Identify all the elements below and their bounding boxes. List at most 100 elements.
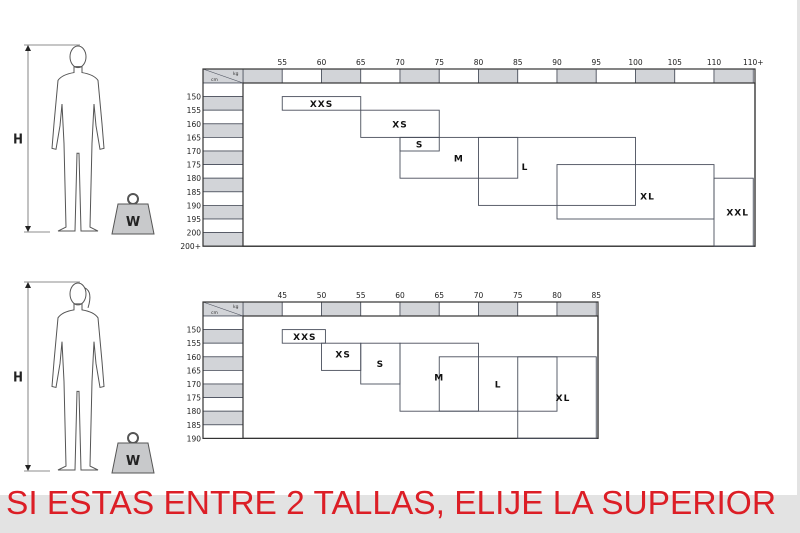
woman-weight-body: [111, 442, 155, 474]
women-chart-cm-tick: 155: [187, 339, 202, 348]
man-silhouette: [51, 45, 105, 232]
women-chart-kg-tick: 50: [317, 291, 327, 300]
men-chart-kg-header-cell: [595, 68, 636, 84]
men-chart-kg-tick: 75: [434, 58, 444, 67]
women-chart-cm-tick: 150: [187, 326, 202, 335]
women-chart-cm-tick: 165: [187, 366, 202, 375]
women-chart-cm-tick: 160: [187, 353, 202, 362]
men-chart-cm-tick: 185: [187, 188, 202, 197]
women-chart-kg-header-cell: [517, 301, 558, 317]
men-chart-corner-diagonal: [202, 68, 244, 84]
women-chart-cm-cell: [202, 397, 244, 412]
women-chart-cm-cell: [202, 424, 244, 439]
men-chart-cm-cell: [202, 136, 244, 152]
women-chart-kg-tick: 65: [434, 291, 444, 300]
women-chart-cm-cell: [202, 356, 244, 371]
men-chart-cm-tick: 180: [187, 174, 202, 183]
men-chart-kg-tick: 105: [668, 58, 683, 67]
women-chart-cm-tick: 190: [187, 434, 202, 443]
men-chart-kg-tick: 100: [628, 58, 643, 67]
men-chart-kg-header-cell: [360, 68, 401, 84]
woman-weight-icon: W: [111, 432, 155, 474]
men-chart-kg-header-cell: [242, 68, 283, 84]
women-chart-cm-cell: [202, 383, 244, 399]
men-chart-size-box-xxs: [281, 96, 362, 111]
woman-weight-ring: [127, 432, 139, 444]
men-chart-cm-tick: 175: [187, 161, 202, 170]
women-chart-kg-header-cell: [321, 301, 362, 317]
women-chart-cm-cell: [202, 342, 244, 358]
woman-weight-label: W: [126, 454, 140, 469]
women-chart-corner-cm: cm: [211, 311, 218, 316]
men-chart-cm-tick: 195: [187, 215, 202, 224]
woman-height-label: H: [13, 371, 23, 386]
women-chart-kg-tick: 85: [591, 291, 601, 300]
right-edge: [797, 0, 800, 495]
woman-head: [69, 282, 87, 306]
men-chart-kg-header-cell: [399, 68, 440, 84]
men-chart-kg-header-cell: [556, 68, 597, 84]
men-chart-cm-cell: [202, 123, 244, 138]
man-weight-icon: W: [111, 193, 155, 235]
men-chart-cm-tick: 155: [187, 106, 202, 115]
men-chart-cm-tick: 170: [187, 147, 202, 156]
men-chart-cm-cell: [202, 150, 244, 166]
men-chart-corner-cm: cm: [211, 78, 218, 83]
men-chart-kg-header-cell: [438, 68, 479, 84]
men-chart-cm-tick: 165: [187, 133, 202, 142]
women-chart-kg-header-cell: [478, 301, 519, 317]
women-chart-size-label-l: L: [495, 381, 502, 391]
women-chart-corner-kg: kg: [233, 304, 239, 310]
women-chart-kg-tick: 55: [356, 291, 366, 300]
women-chart-size-label-xs: XS: [335, 350, 350, 360]
men-chart-cm-cell: [202, 82, 244, 97]
men-chart-size-label-xl: XL: [640, 192, 655, 202]
man-head: [69, 45, 87, 69]
men-chart-cm-cell: [202, 191, 244, 206]
woman-silhouette: [51, 282, 105, 471]
men-chart-corner-kg: kg: [233, 71, 239, 77]
size-advice-notice: SI ESTAS ENTRE 2 TALLAS, ELIJE LA SUPERI…: [6, 484, 776, 521]
woman-arrow-up-icon: [25, 282, 31, 288]
man-weight-body: [111, 203, 155, 235]
men-chart-outer-frame: [202, 68, 756, 247]
men-chart-kg-tick: 90: [552, 58, 562, 67]
men-chart-cm-cell: [202, 204, 244, 220]
women-chart-size-label-xl: XL: [556, 394, 571, 404]
woman-arrow-down-icon: [25, 465, 31, 471]
men-chart-kg-tick: 110: [707, 58, 722, 67]
women-chart-kg-header-cell: [242, 301, 283, 317]
men-chart-cm-tick: 200+: [180, 242, 201, 251]
footer-band: [0, 495, 800, 533]
men-chart-size-label-s: S: [416, 141, 423, 151]
men-chart-cm-cell: [202, 96, 244, 111]
men-chart-kg-tick: 55: [277, 58, 287, 67]
women-chart-cm-tick: 175: [187, 394, 202, 403]
women-chart-kg-tick: 60: [395, 291, 405, 300]
man-height-label: H: [13, 133, 23, 148]
men-chart-cm-tick: 200: [187, 229, 202, 238]
men-chart-kg-tick: 70: [395, 58, 405, 67]
men-chart-size-label-xxl: XXL: [726, 209, 749, 219]
men-chart-kg-header-cell: [478, 68, 519, 84]
men-chart-kg-tick: 110+: [743, 58, 764, 67]
women-chart-cm-tick: 180: [187, 407, 202, 416]
men-chart-size-box-xxl: [713, 177, 754, 247]
women-chart-kg-header-cell: [556, 301, 597, 317]
women-chart-kg-header-cell: [399, 301, 440, 317]
men-chart-cm-cell: [202, 164, 244, 179]
men-chart-size-label-xxs: XXS: [310, 100, 333, 110]
men-chart-cm-cell: [202, 177, 244, 193]
women-chart-cm-cell: [202, 329, 244, 344]
men-chart-size-label-xs: XS: [392, 120, 407, 130]
women-chart-outer-frame: [202, 301, 599, 439]
men-chart-size-box-m: [399, 136, 519, 179]
women-chart-kg-header-cell: [438, 301, 479, 317]
men-chart-cm-cell: [202, 109, 244, 125]
women-chart-cm-cell: [202, 315, 244, 331]
woman-ponytail: [84, 287, 91, 309]
men-chart-kg-tick: 85: [513, 58, 523, 67]
